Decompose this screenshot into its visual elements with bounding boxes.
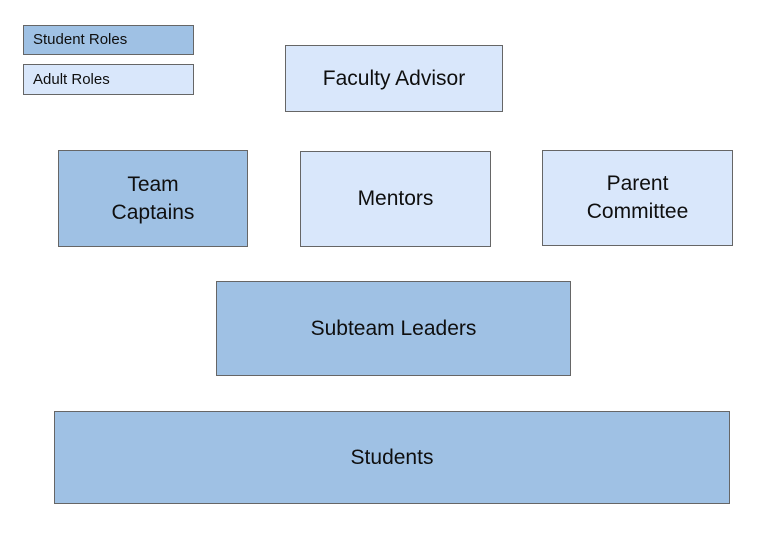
node-subteam-leaders-label: Subteam Leaders (310, 316, 477, 340)
node-students: Students (54, 411, 730, 504)
legend-student-roles: Student Roles (23, 25, 194, 55)
node-faculty-advisor-label: Faculty Advisor (322, 66, 466, 90)
node-parent-committee-label: Parent Committee (586, 172, 689, 223)
node-team-captains: Team Captains (58, 150, 248, 247)
legend-adult-roles: Adult Roles (23, 64, 194, 95)
legend-adult-roles-label: Adult Roles (33, 70, 110, 88)
node-faculty-advisor: Faculty Advisor (285, 45, 503, 112)
node-students-label: Students (350, 445, 434, 469)
node-parent-committee: Parent Committee (542, 150, 733, 246)
node-subteam-leaders: Subteam Leaders (216, 281, 571, 376)
node-mentors-label: Mentors (357, 187, 434, 211)
node-mentors: Mentors (300, 151, 491, 247)
legend-student-roles-label: Student Roles (33, 31, 128, 49)
node-team-captains-label: Team Captains (111, 172, 195, 224)
